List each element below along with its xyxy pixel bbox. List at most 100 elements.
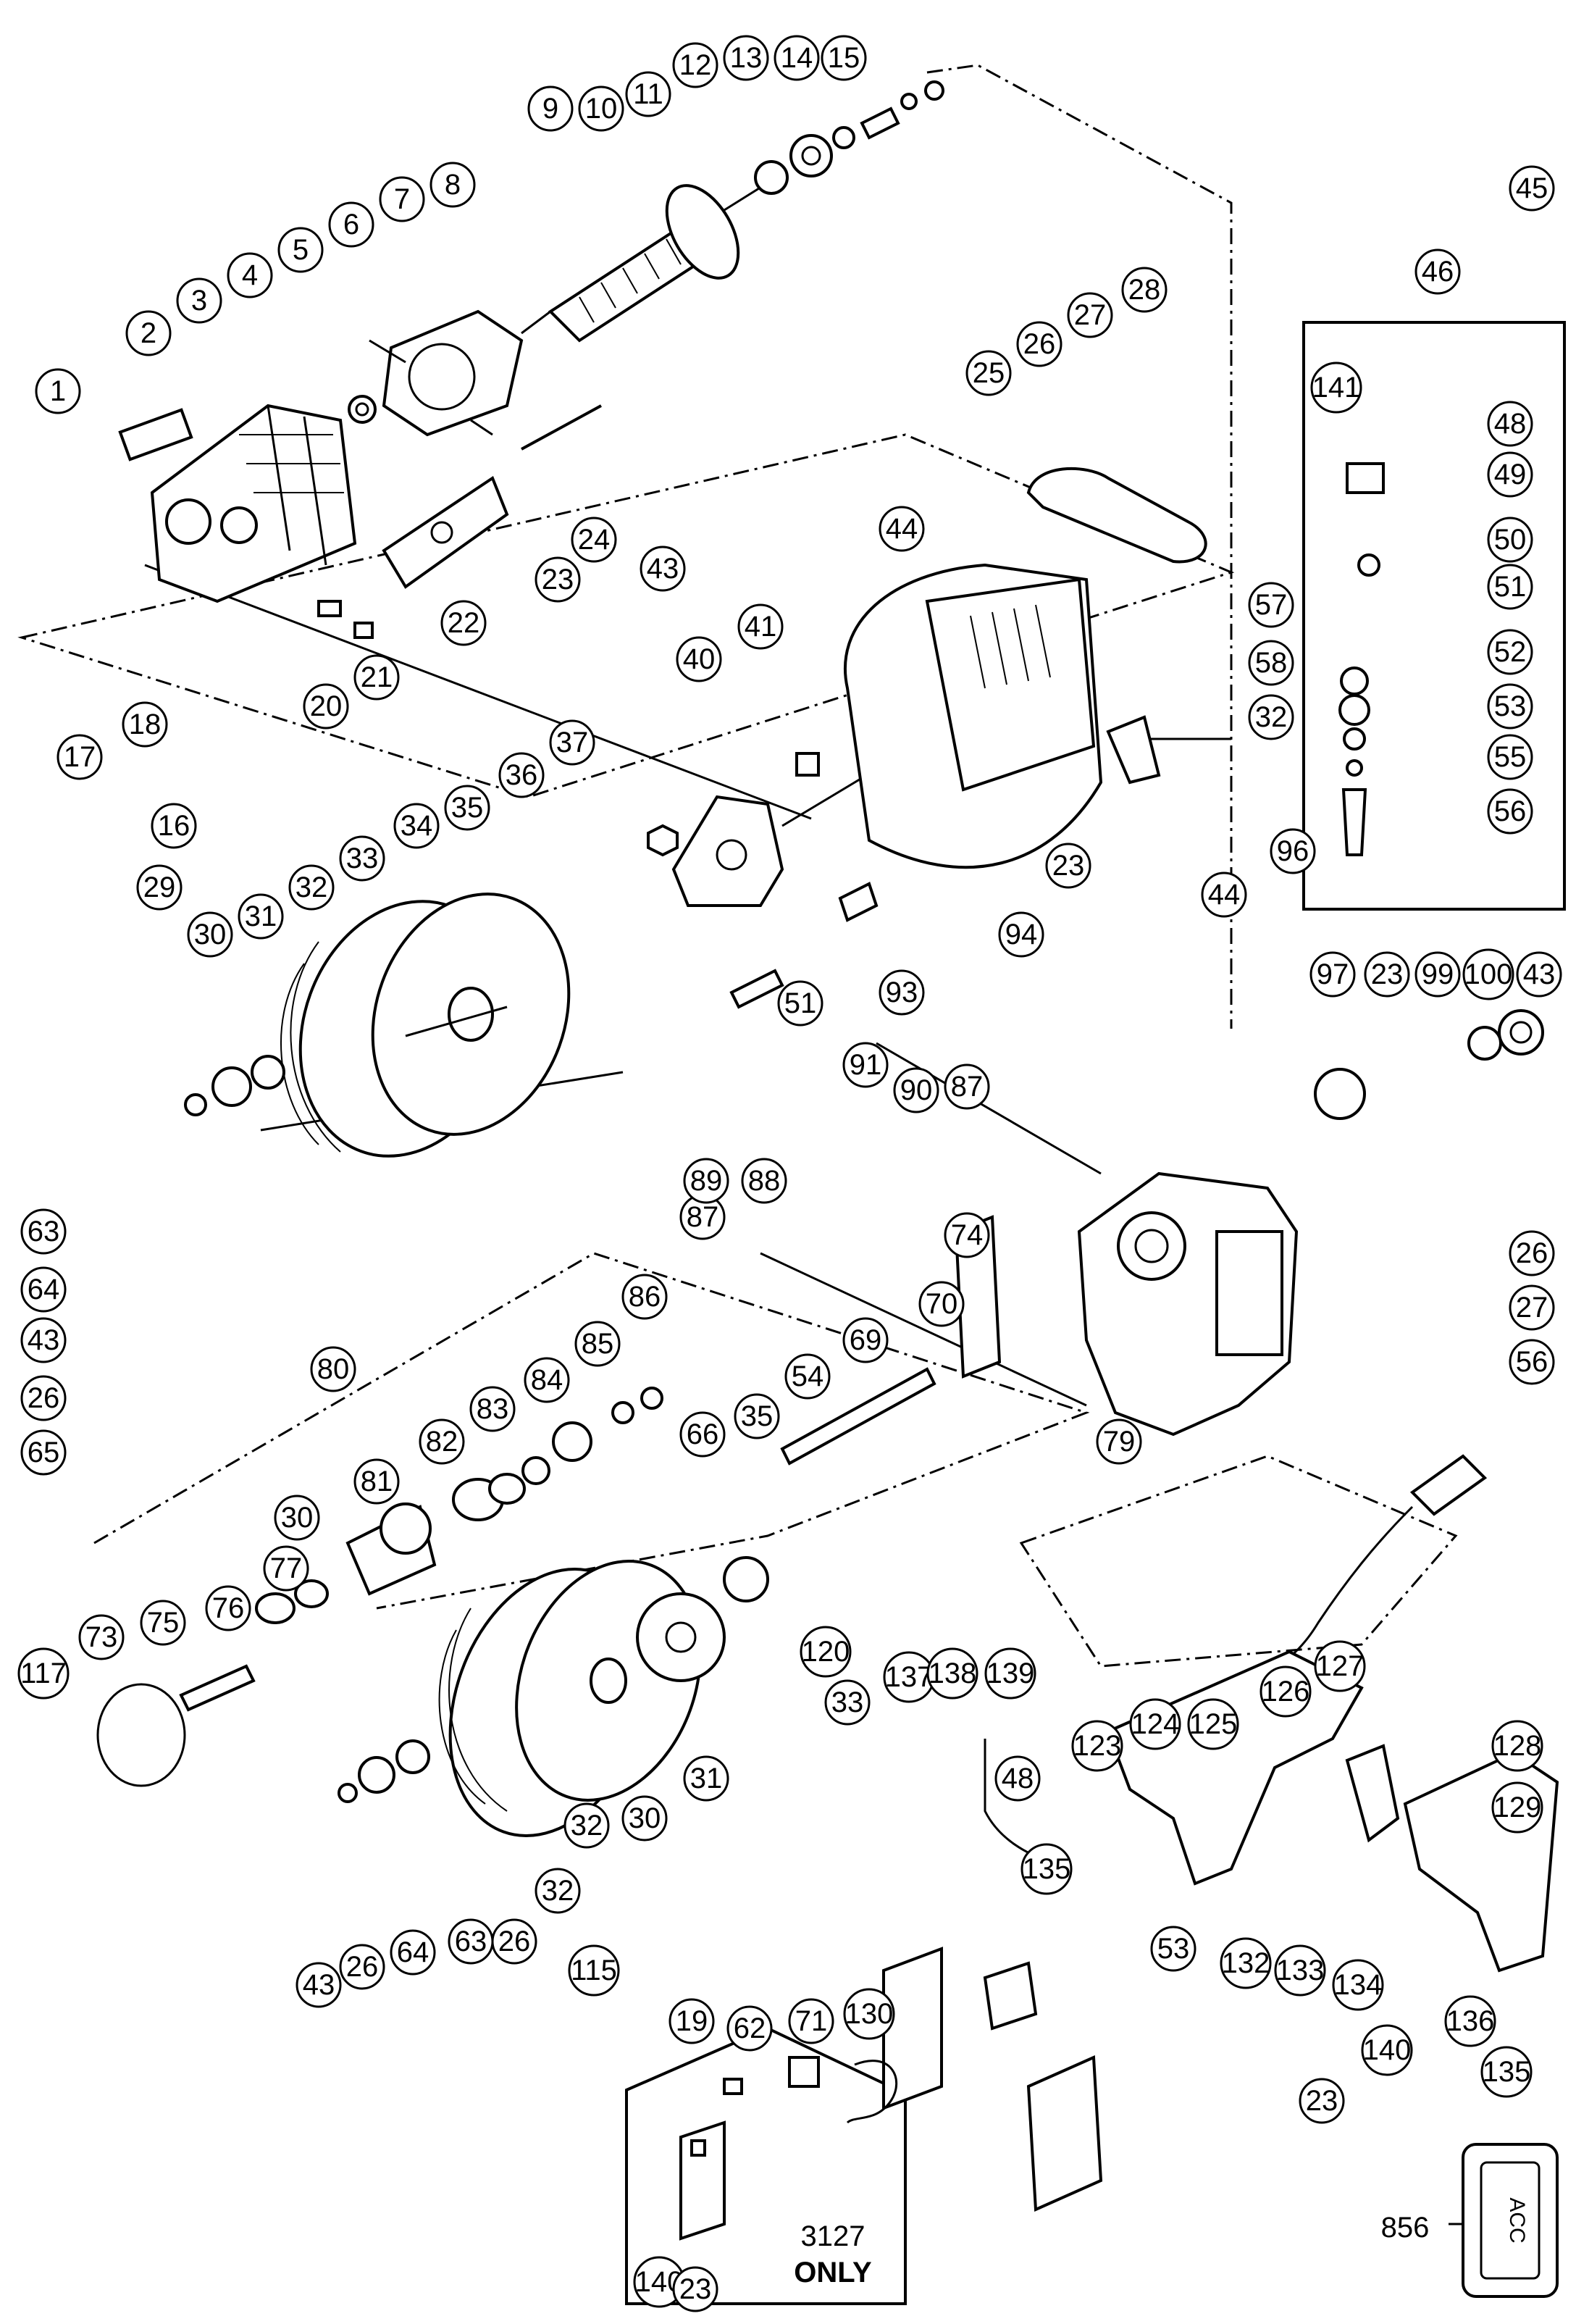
callout-label: 75 xyxy=(147,1607,180,1639)
gear-assembly-boundary xyxy=(93,1252,1090,1610)
callout-51: 51 xyxy=(777,980,823,1027)
callout-label: 49 xyxy=(1494,459,1527,490)
callout-label: 26 xyxy=(1023,328,1056,360)
callout-120: 120 xyxy=(800,1626,852,1678)
callout-bubble xyxy=(1187,1698,1239,1750)
bearing xyxy=(348,395,377,424)
callout-label: 125 xyxy=(1189,1708,1238,1740)
callout-bubble xyxy=(879,506,925,552)
callout-91: 91 xyxy=(842,1042,889,1088)
callout-bubble xyxy=(151,803,197,849)
callout-135: 135 xyxy=(1480,2046,1533,2098)
callout-27: 27 xyxy=(1067,292,1113,338)
callout-128: 128 xyxy=(1491,1720,1543,1772)
callout-label: 33 xyxy=(831,1686,864,1718)
callout-bubble xyxy=(353,1458,400,1505)
callout-15: 15 xyxy=(821,35,867,81)
callout-41: 41 xyxy=(737,603,784,650)
callout-label: 86 xyxy=(629,1281,661,1313)
callout-62: 62 xyxy=(726,2005,773,2052)
callout-label: 27 xyxy=(1516,1292,1548,1324)
callout-3: 3 xyxy=(176,277,222,324)
callout-label: 136 xyxy=(1446,2005,1495,2037)
callout-bubble xyxy=(263,1545,309,1592)
callout-bubble xyxy=(672,42,718,88)
callout-22: 22 xyxy=(440,600,487,646)
sprocket xyxy=(636,1592,726,1682)
callout-bubble xyxy=(125,310,172,356)
callout-32: 32 xyxy=(535,1868,581,1914)
callout-label: 44 xyxy=(886,513,918,545)
callout-80: 80 xyxy=(310,1346,356,1392)
inset-switch xyxy=(723,2078,743,2095)
callout-90: 90 xyxy=(893,1067,939,1113)
callout-label: 55 xyxy=(1494,741,1527,773)
callout-label: 46 xyxy=(1422,256,1454,288)
callout-label: 15 xyxy=(828,42,860,74)
callout-label: 65 xyxy=(28,1437,60,1468)
armature xyxy=(521,172,783,343)
blade-guide xyxy=(838,882,879,922)
field-coil xyxy=(369,309,524,437)
callout-10: 10 xyxy=(578,85,624,132)
washer xyxy=(395,1739,430,1774)
callout-label: 128 xyxy=(1493,1730,1542,1762)
knob xyxy=(1498,1009,1544,1056)
callout-label: 71 xyxy=(795,2005,828,2037)
callout-bubble xyxy=(429,162,476,208)
callout-label: 81 xyxy=(361,1466,393,1497)
callout-24: 24 xyxy=(571,517,617,563)
callout-label: 132 xyxy=(1222,1947,1270,1979)
washer xyxy=(1346,759,1363,777)
callout-label: 74 xyxy=(951,1219,984,1251)
callout-bubble xyxy=(893,1067,939,1113)
callout-label: 53 xyxy=(1157,1933,1190,1965)
callout-label: 43 xyxy=(28,1324,60,1356)
power-cord xyxy=(1259,1454,1488,1682)
callout-label: 48 xyxy=(1494,408,1527,440)
brush-spring xyxy=(521,404,602,451)
spacer xyxy=(723,1556,769,1602)
callout-label: 30 xyxy=(629,1802,661,1834)
callout-bubble xyxy=(498,752,545,798)
callout-bubble xyxy=(187,911,233,958)
callout-bubble xyxy=(419,1418,465,1465)
switch xyxy=(983,1961,1038,2031)
callout-label: 96 xyxy=(1277,835,1309,867)
callout-bubble xyxy=(277,227,324,273)
callout-32: 32 xyxy=(288,864,335,911)
spring xyxy=(729,969,784,1009)
callout-26: 26 xyxy=(20,1375,67,1421)
callout-bubble xyxy=(1314,1640,1366,1692)
callout-label: 24 xyxy=(578,524,611,556)
callout-bubble xyxy=(136,864,183,911)
callout-44: 44 xyxy=(1201,872,1247,918)
callout-35: 35 xyxy=(734,1393,780,1439)
callout-17: 17 xyxy=(56,734,103,780)
callout-2: 2 xyxy=(125,310,172,356)
callout-label: 32 xyxy=(1255,701,1288,733)
callout-label: 69 xyxy=(850,1324,882,1356)
callout-bubble xyxy=(1487,451,1533,498)
callout-82: 82 xyxy=(419,1418,465,1465)
callout-127: 127 xyxy=(1314,1640,1366,1692)
callout-label: 91 xyxy=(850,1049,882,1081)
callout-35: 35 xyxy=(444,785,490,831)
bearing xyxy=(754,160,789,195)
callout-label: 138 xyxy=(929,1658,977,1689)
callout-126: 126 xyxy=(1259,1665,1312,1718)
callout-label: 82 xyxy=(426,1426,458,1458)
callout-bubble xyxy=(1462,948,1514,1000)
callout-label: 124 xyxy=(1131,1708,1180,1740)
callout-bubble xyxy=(1509,1284,1555,1331)
callout-label: 48 xyxy=(1002,1763,1034,1794)
callout-99: 99 xyxy=(1414,951,1461,998)
callout-bubble xyxy=(238,893,284,940)
callout-bubble xyxy=(1220,1937,1272,1989)
callout-bubble xyxy=(621,1795,668,1842)
callout-label: 45 xyxy=(1516,172,1548,204)
upper-wheel xyxy=(280,893,571,1158)
callout-bubble xyxy=(640,546,686,592)
callout-bubble xyxy=(926,1647,978,1700)
callout-bubble xyxy=(824,1679,871,1726)
